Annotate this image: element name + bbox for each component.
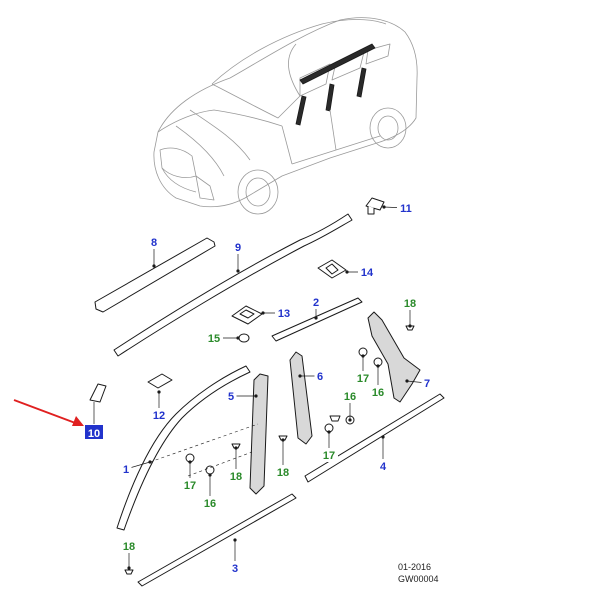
part-5-b-pillar [249, 373, 269, 495]
car-illustration [153, 17, 418, 215]
callout-bg-c1 [120, 462, 132, 476]
leader-dot-c7 [405, 379, 409, 383]
reference-line [187, 451, 253, 477]
part-10-bracket [89, 383, 107, 424]
callout-c18a: 18 [230, 471, 242, 483]
callout-bg-c18b [274, 465, 292, 479]
footer-code: GW00004 [398, 574, 439, 584]
callout-10: 10 [88, 428, 100, 440]
callout-c5: 5 [228, 391, 234, 403]
callout-bg-c16b [341, 389, 359, 403]
callout-bg-c16c [369, 385, 387, 399]
callout-c17a: 17 [184, 480, 196, 492]
leader-dot-c17b [327, 430, 331, 434]
part-14-bracket [317, 259, 347, 279]
part-15-grommet [238, 333, 250, 343]
leader-dot-c17c [361, 354, 365, 358]
part-2-door-trim [271, 297, 363, 342]
callout-bg-c14 [358, 265, 376, 279]
callout-bg-c17c [354, 371, 372, 385]
callout-c17c: 17 [357, 373, 369, 385]
part-4-lower-trim [304, 393, 445, 483]
part-13-bracket [231, 305, 263, 325]
leader-dot-c18c [408, 324, 412, 328]
callout-c8: 8 [151, 237, 157, 249]
callout-bg-c3 [229, 561, 241, 575]
callout-c18d: 18 [123, 541, 135, 553]
part-6-c-pillar [289, 351, 313, 445]
part-11-clip [365, 197, 385, 215]
callout-c17b: 17 [323, 450, 335, 462]
callout-c18b: 18 [277, 467, 289, 479]
leader-dot-c2 [314, 316, 318, 320]
callout-c18c: 18 [404, 298, 416, 310]
callout-c16a: 16 [204, 498, 216, 510]
leader-dot-c1 [148, 460, 152, 464]
callout-c6: 6 [317, 371, 323, 383]
callout-c14: 14 [361, 267, 374, 279]
callout-c12: 12 [153, 410, 165, 422]
callout-bg-c11 [397, 201, 415, 215]
leader-dot-c11 [382, 205, 386, 209]
leader-dot-c3 [233, 538, 237, 542]
leader-dot-c16c [376, 364, 380, 368]
part-3-sill [137, 493, 297, 587]
leader-dot-c16b [348, 418, 352, 422]
callout-bg-c15 [205, 331, 223, 345]
callout-c4: 4 [380, 461, 387, 473]
part-12-clip [147, 373, 173, 389]
callout-bg-c2 [310, 295, 322, 309]
callout-bg-c17b [320, 448, 338, 462]
callout-bg-c5 [225, 389, 237, 403]
leader-dot-c13 [261, 311, 265, 315]
leader-dot-c18a [234, 446, 238, 450]
callout-bg-c8 [148, 235, 160, 249]
part-8-trim [94, 237, 216, 313]
red-arrow [13, 399, 84, 426]
callout-bg-c9 [232, 240, 244, 254]
leader-dot-c9 [236, 269, 240, 273]
part-1-pillar-trim [116, 365, 251, 531]
leader-dot-c6 [298, 374, 302, 378]
callout-c1: 1 [123, 464, 129, 476]
callout-c16c: 16 [372, 387, 384, 399]
callout-c11: 11 [400, 203, 412, 215]
callout-bg-c17a [181, 478, 199, 492]
leader-dot-c18b [281, 438, 285, 442]
leader-dot-c15 [236, 336, 240, 340]
callout-bg-c18a [227, 469, 245, 483]
callout-c9: 9 [235, 242, 241, 254]
callout-bg-c7 [421, 376, 433, 390]
callout-bg-c4 [377, 459, 389, 473]
callout-c15: 15 [208, 333, 220, 345]
leader-dot-c4 [381, 435, 385, 439]
leader-dot-c8 [152, 264, 156, 268]
callout-bg-c13 [275, 306, 293, 320]
callout-bg-c18d [120, 539, 138, 553]
leader-dot-c16a [208, 473, 212, 477]
callout-c7: 7 [424, 378, 430, 390]
leader-dot-c18d [127, 566, 131, 570]
leader-dot-c17a [188, 460, 192, 464]
reference-line [149, 423, 259, 463]
callout-c2: 2 [313, 297, 319, 309]
callout-bg-c18c [401, 296, 419, 310]
footer-date: 01-2016 [398, 562, 431, 572]
leader-dot-c5 [254, 394, 258, 398]
callout-c13: 13 [278, 308, 290, 320]
callout-bg-c6 [314, 369, 326, 383]
fasteners [124, 325, 415, 575]
leader-dot-c14 [345, 270, 349, 274]
callout-10-highlight: 10 [85, 425, 103, 440]
callout-c3: 3 [232, 563, 238, 575]
leader-dot-c12 [157, 390, 161, 394]
callout-bg-c12 [150, 408, 168, 422]
callout-c16b: 16 [344, 391, 356, 403]
part-9-strip [113, 213, 353, 357]
callout-bg-c16a [201, 496, 219, 510]
